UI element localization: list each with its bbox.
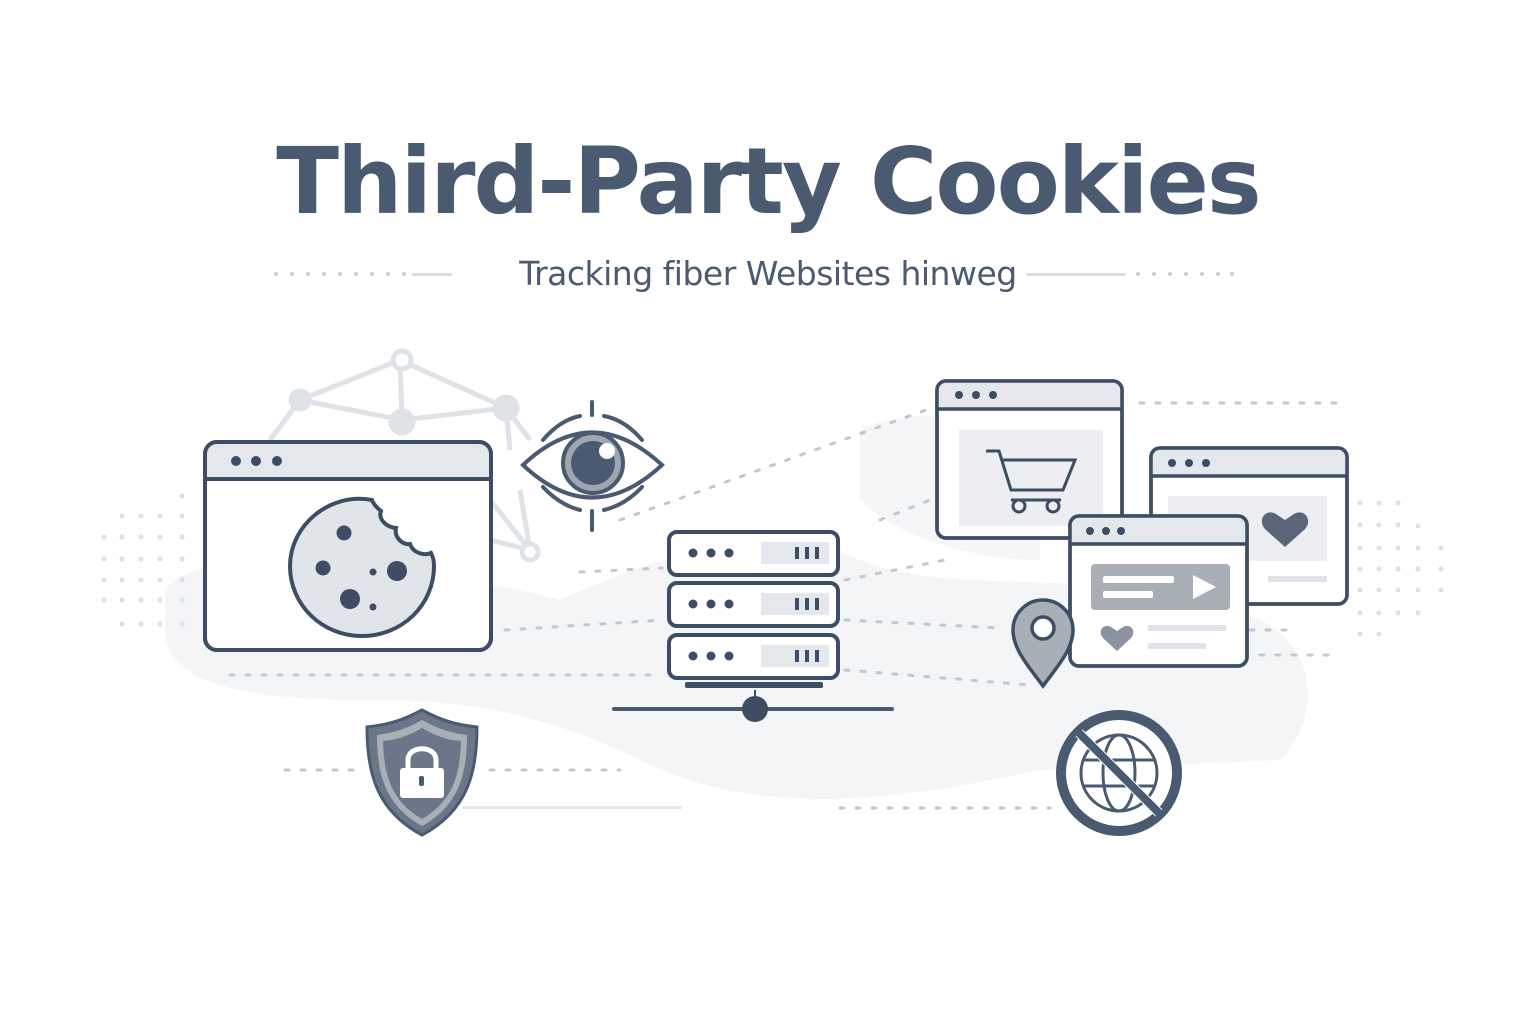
shopping-site-window bbox=[935, 379, 1124, 540]
shield-lock-icon bbox=[365, 708, 479, 837]
globe-blocked-icon bbox=[1056, 710, 1182, 836]
map-pin-icon bbox=[1011, 598, 1075, 689]
decor-line bbox=[462, 806, 682, 809]
heart-icon bbox=[1100, 625, 1134, 651]
server-unit bbox=[667, 530, 840, 577]
browser-window-with-cookie bbox=[203, 440, 493, 652]
heart-icon bbox=[1261, 512, 1309, 547]
network-icon bbox=[268, 348, 541, 563]
shopping-cart-icon bbox=[986, 449, 1078, 514]
play-icon bbox=[1193, 575, 1216, 599]
video-ad-site-window bbox=[1068, 514, 1249, 668]
connector-lines bbox=[228, 401, 1342, 810]
dot-grid-right bbox=[1357, 500, 1444, 637]
server-unit bbox=[667, 633, 840, 680]
server-icon bbox=[612, 530, 894, 722]
subtitle-row: Tracking fiber Websites hinweg bbox=[0, 250, 1536, 300]
server-unit bbox=[667, 581, 840, 628]
page-title: Third-Party Cookies bbox=[276, 128, 1261, 235]
eye-icon bbox=[520, 400, 665, 532]
subtitle: Tracking fiber Websites hinweg bbox=[519, 254, 1017, 293]
cookie-icon bbox=[287, 496, 437, 639]
dot-grid-left bbox=[101, 493, 185, 627]
subtitle-divider-lines bbox=[274, 272, 1234, 276]
